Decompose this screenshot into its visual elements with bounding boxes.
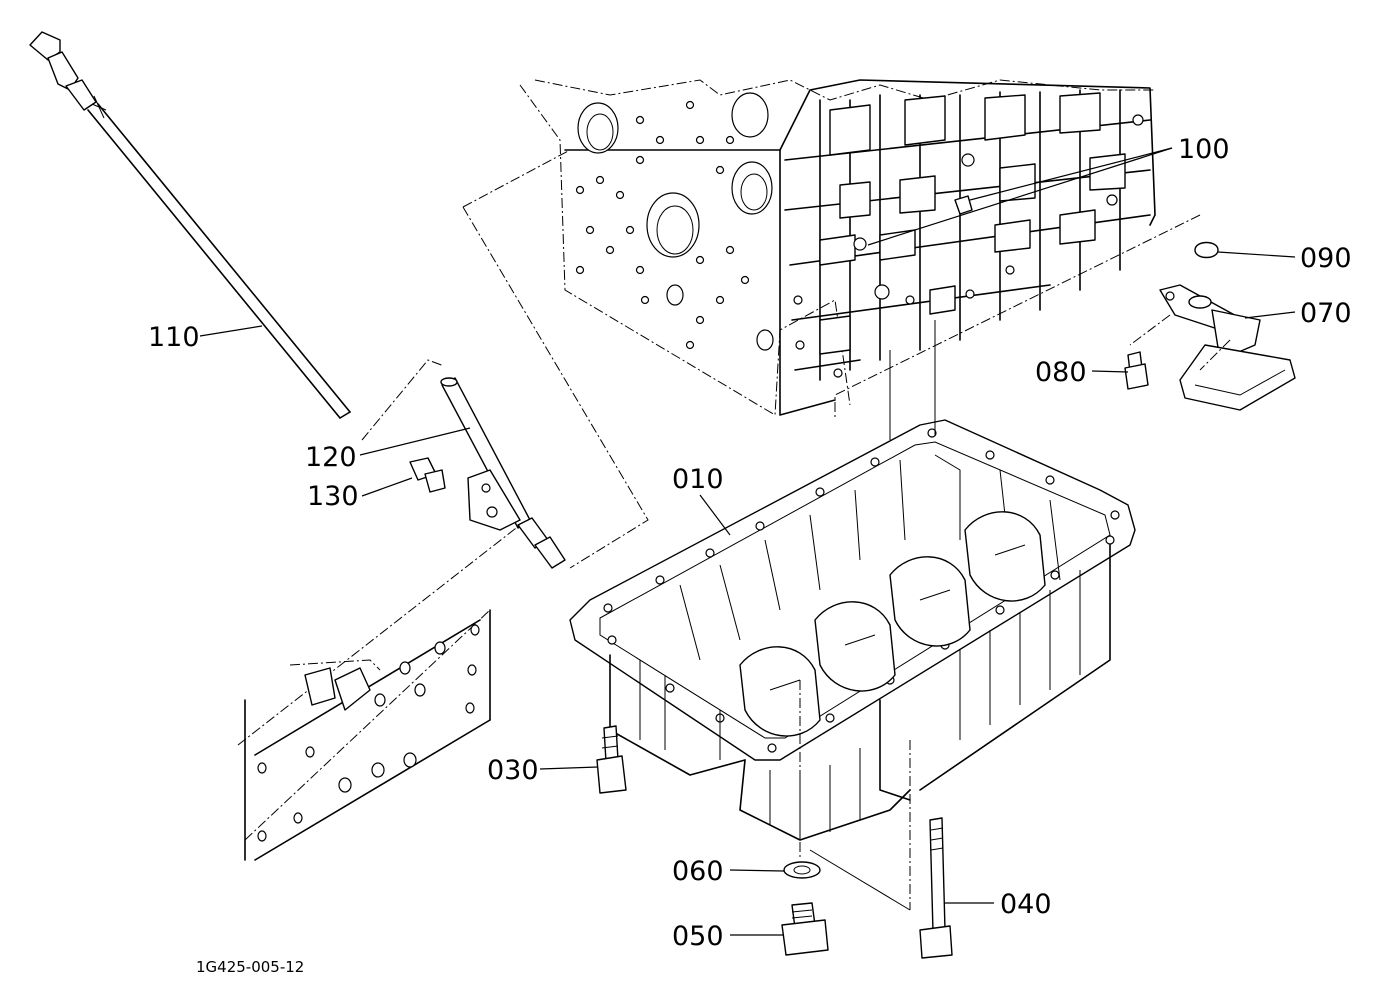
callout-070: 070 [1300,298,1352,329]
callout-010: 010 [672,464,724,495]
callout-050: 050 [672,921,724,952]
oil-strainer [1159,241,1296,411]
side-panel [237,524,521,861]
washer-060 [783,861,821,879]
callout-110: 110 [148,322,200,353]
stud-040 [919,817,953,959]
callout-120: 120 [305,442,357,473]
callout-060: 060 [672,856,724,887]
dipstick [29,31,351,419]
callout-090: 090 [1300,243,1352,274]
callout-100: 100 [1178,134,1230,165]
callout-040: 040 [1000,889,1052,920]
oil-pan [569,419,1136,910]
drain-plug-050 [781,902,829,956]
bolt-130 [409,457,446,493]
engine-block [519,79,1156,416]
callout-030: 030 [487,755,539,786]
bolt-080 [1124,351,1149,390]
bolt-030 [596,725,627,794]
dipstick-guide [440,377,566,569]
leader-lines [199,147,1296,936]
callout-130: 130 [307,481,359,512]
callout-080: 080 [1035,357,1087,388]
drawing-id: 1G425-005-12 [196,958,304,976]
